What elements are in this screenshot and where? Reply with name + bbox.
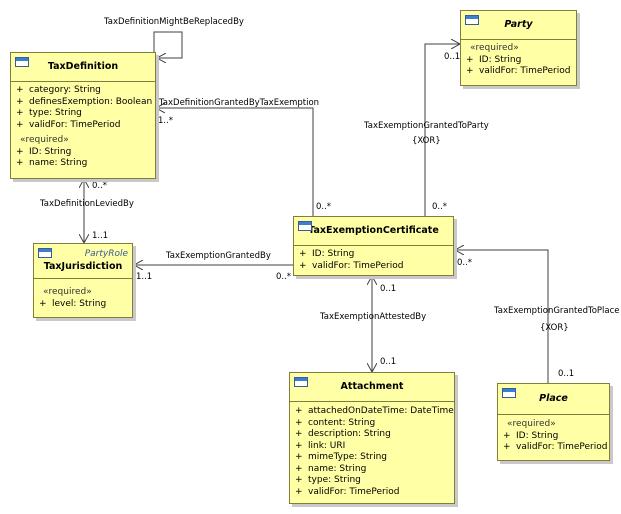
attribute: +definesExemption: Boolean (16, 96, 153, 107)
assoc-exemption-granted-by-label: TaxExemptionGrantedBy (166, 251, 271, 261)
attribute: +description: String (295, 429, 391, 439)
class-name: Attachment (340, 381, 404, 392)
attribute: +mimeType: String (295, 452, 387, 462)
attribute: +link: URI (295, 440, 346, 451)
class-name: TaxJurisdiction (43, 261, 123, 272)
attribute: +validFor: TimePeriod (503, 442, 608, 452)
attribute: +validFor: TimePeriod (295, 486, 400, 497)
mult-party-end: 0..1 (444, 52, 461, 62)
mult-juris-levied-end: 1..1 (92, 231, 109, 241)
attribute: +ID: String (466, 54, 522, 65)
stereotype-required: «required» (507, 419, 556, 429)
attribute: +name: String (16, 158, 88, 168)
mult-cert-party-end: 0..* (432, 202, 448, 212)
attribute: +name: String (295, 463, 367, 474)
assoc-granted-to-place-label: TaxExemptionGrantedToPlace (494, 306, 620, 316)
stereotype-required: «required» (43, 287, 92, 297)
granted-to-party-line (424, 44, 460, 216)
attribute: +category: String (16, 85, 101, 95)
attribute: +ID: String (16, 146, 72, 157)
mult-taxdef-grant-end: 1..* (158, 116, 174, 126)
attribute: +ID: String (503, 430, 559, 441)
attribute: +ID: String (299, 249, 355, 259)
granted-by-exemption-line (156, 108, 314, 216)
stereotype-required: «required» (470, 43, 519, 53)
attribute: +attachedOnDateTime: DateTime (295, 406, 454, 416)
class-icon (38, 248, 52, 258)
attribute: +content: String (295, 417, 376, 428)
class-icon (465, 15, 479, 25)
granted-to-place-line (455, 250, 549, 383)
class-icon (294, 377, 308, 387)
class-name: TaxDefinition (47, 61, 119, 72)
attribute: +validFor: TimePeriod (299, 260, 404, 271)
assoc-granted-by-exemption-label: TaxDefinitionGrantedByTaxExemption (159, 98, 320, 108)
attribute: +validFor: TimePeriod (466, 66, 571, 76)
mult-place-end: 0..1 (558, 369, 575, 379)
assoc-granted-to-party-label: TaxExemptionGrantedToParty (364, 121, 489, 131)
mult-cert-attest-end: 0..1 (380, 284, 397, 294)
class-name: TaxExemptionCertificate (308, 225, 439, 236)
class-icon (502, 388, 516, 398)
stereotype-required: «required» (20, 135, 69, 145)
class-icon (298, 221, 312, 231)
class-place[interactable]: Place «required» +ID: String +validFor: … (497, 383, 610, 461)
class-role: PartyRole (84, 249, 128, 259)
class-tax-jurisdiction[interactable]: PartyRole TaxJurisdiction «required» +le… (33, 243, 133, 318)
assoc-levied-by-label: TaxDefinitionLeviedBy (40, 199, 134, 209)
class-party[interactable]: Party «required» +ID: String +validFor: … (460, 10, 577, 86)
assoc-attested-by-label: TaxExemptionAttestedBy (320, 312, 427, 322)
xor-party-label: {XOR} (412, 136, 441, 146)
mult-juris-grant-end: 1..1 (136, 272, 153, 282)
attribute: +validFor: TimePeriod (16, 119, 121, 130)
attribute: +type: String (295, 475, 361, 485)
mult-cert-juris-end: 0..* (276, 272, 292, 282)
class-name: Place (539, 393, 568, 404)
class-icon (15, 57, 29, 67)
class-attachment[interactable]: Attachment +attachedOnDateTime: DateTime… (289, 372, 455, 504)
attribute: +level: String (39, 298, 107, 309)
xor-place-label: {XOR} (540, 323, 569, 333)
mult-taxdef-levied-end: 0..* (92, 181, 108, 191)
class-name: Party (504, 19, 533, 30)
self-association-line (153, 31, 183, 58)
class-tax-exemption-certificate[interactable]: TaxExemptionCertificate +ID: String +val… (293, 216, 454, 276)
mult-cert-grant-end: 0..* (316, 202, 332, 212)
assoc-replaced-by-label: TaxDefinitionMightBeReplacedBy (104, 17, 244, 27)
mult-cert-place-end: 0..* (457, 258, 473, 268)
mult-attach-end: 0..1 (380, 357, 397, 367)
attribute: +type: String (16, 108, 82, 118)
class-tax-definition[interactable]: TaxDefinition +category: String +defines… (10, 52, 156, 179)
